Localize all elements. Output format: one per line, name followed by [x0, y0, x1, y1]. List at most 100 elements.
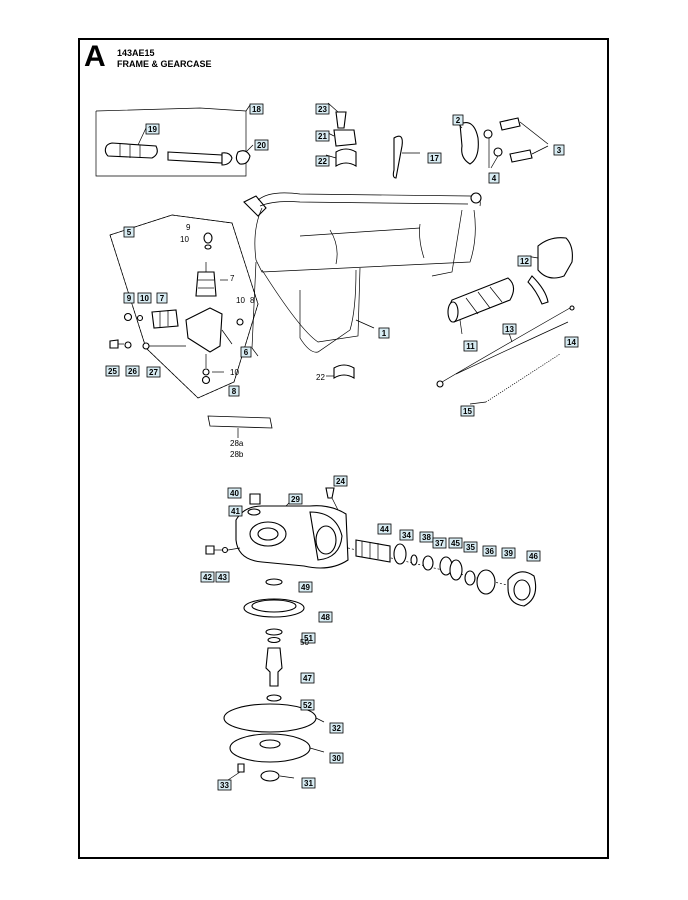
callout-number: 44: [380, 525, 389, 534]
callout-12: 12: [517, 255, 532, 267]
clamp-part-20: [235, 150, 251, 165]
decal-part-28: [207, 415, 273, 429]
callout-number: 32: [332, 724, 341, 733]
callout-number: 24: [336, 477, 345, 486]
screw-part-23: [335, 111, 347, 129]
callout-26: 26: [125, 365, 140, 377]
section-title: FRAME & GEARCASE: [117, 59, 212, 69]
callout-49: 49: [298, 581, 313, 593]
callout-number: 4: [492, 174, 497, 183]
callout-43: 43: [215, 571, 230, 583]
callout-number: 40: [230, 489, 239, 498]
callout-51: 51: [301, 632, 316, 644]
callout-number: 1: [382, 329, 387, 338]
callout-3: 3: [553, 144, 565, 156]
clamp-part-22: [335, 148, 357, 167]
callout-number: 13: [505, 325, 514, 334]
isolator-part-7a: [195, 271, 217, 297]
callout-number: 14: [567, 338, 576, 347]
callout-24: 24: [333, 475, 348, 487]
callout-number: 31: [304, 779, 313, 788]
callout-plain-22: 22: [316, 373, 325, 382]
shaft-part-47: [265, 647, 283, 687]
callout-number: 5: [127, 228, 132, 237]
callout-42: 42: [200, 571, 215, 583]
callout-33: 33: [217, 779, 232, 791]
callout-plain-28b: 28b: [230, 450, 244, 459]
callout-number: 37: [435, 539, 444, 548]
callout-41: 41: [228, 505, 243, 517]
callout-21: 21: [315, 130, 330, 142]
seal-part-35: [449, 559, 463, 581]
callout-number: 20: [257, 141, 266, 150]
callout-45: 45: [448, 537, 463, 549]
callout-number: 23: [318, 105, 327, 114]
callout-40: 40: [227, 487, 242, 499]
callout-number: 21: [318, 132, 327, 141]
callout-number: 41: [231, 507, 240, 516]
diagram-frame: [78, 38, 609, 859]
callout-37: 37: [432, 537, 447, 549]
callout-number: 9: [127, 294, 132, 303]
bracket-part-6: [185, 307, 223, 353]
callout-47: 47: [300, 672, 315, 684]
callout-39: 39: [501, 547, 516, 559]
cable-part-13: [441, 307, 571, 383]
callout-4: 4: [488, 172, 500, 184]
callout-number: 6: [244, 348, 249, 357]
callout-6: 6: [240, 346, 252, 358]
callout-44: 44: [377, 523, 392, 535]
callout-plain-10: 10: [180, 235, 189, 244]
callout-number: 19: [148, 125, 157, 134]
clamp-part-22-lower: [333, 364, 355, 379]
callout-38: 38: [419, 531, 434, 543]
callout-14: 14: [564, 336, 579, 348]
callout-number: 11: [466, 342, 475, 351]
callout-number: 34: [402, 531, 411, 540]
callout-number: 26: [128, 367, 137, 376]
callout-15: 15: [460, 405, 475, 417]
bearing-part-34: [393, 543, 407, 565]
bolt-part-3a: [499, 117, 521, 131]
callout-number: 42: [203, 573, 212, 582]
spring-cable-part-15: [485, 353, 561, 403]
handle-tube: [167, 151, 223, 164]
callout-1: 1: [378, 327, 390, 339]
callout-number: 15: [463, 407, 472, 416]
callout-number: 25: [108, 367, 117, 376]
callout-8: 8: [228, 385, 240, 397]
callout-number: 7: [160, 294, 165, 303]
callout-31: 31: [301, 777, 316, 789]
bolt-part-3b: [509, 149, 533, 163]
callout-number: 49: [301, 583, 310, 592]
callout-27: 27: [146, 366, 161, 378]
callout-number: 38: [422, 533, 431, 542]
callout-plain-8: 8: [250, 296, 255, 305]
shaft-part-44: [355, 539, 391, 563]
callout-9: 9: [123, 292, 135, 304]
callout-number: 35: [466, 543, 475, 552]
callout-7: 7: [156, 292, 168, 304]
callout-number: 43: [218, 573, 227, 582]
callout-number: 29: [291, 495, 300, 504]
callout-number: 46: [529, 552, 538, 561]
callout-number: 36: [485, 547, 494, 556]
callout-number: 2: [456, 116, 461, 125]
callout-number: 17: [430, 154, 439, 163]
callout-23: 23: [315, 103, 330, 115]
callout-34: 34: [399, 529, 414, 541]
callout-number: 48: [321, 613, 330, 622]
guard-part-2: [459, 122, 479, 165]
callout-plain-7: 7: [230, 274, 235, 283]
throttle-housing-part-12: [537, 237, 573, 279]
section-letter: A: [84, 40, 106, 73]
callout-35: 35: [463, 541, 478, 553]
callout-18: 18: [249, 103, 264, 115]
callout-plain-10: 10: [230, 368, 239, 377]
callout-number: 3: [557, 146, 562, 155]
callout-13: 13: [502, 323, 517, 335]
callout-29: 29: [288, 493, 303, 505]
gearcase-part-29: [235, 499, 349, 569]
callout-48: 48: [318, 611, 333, 623]
